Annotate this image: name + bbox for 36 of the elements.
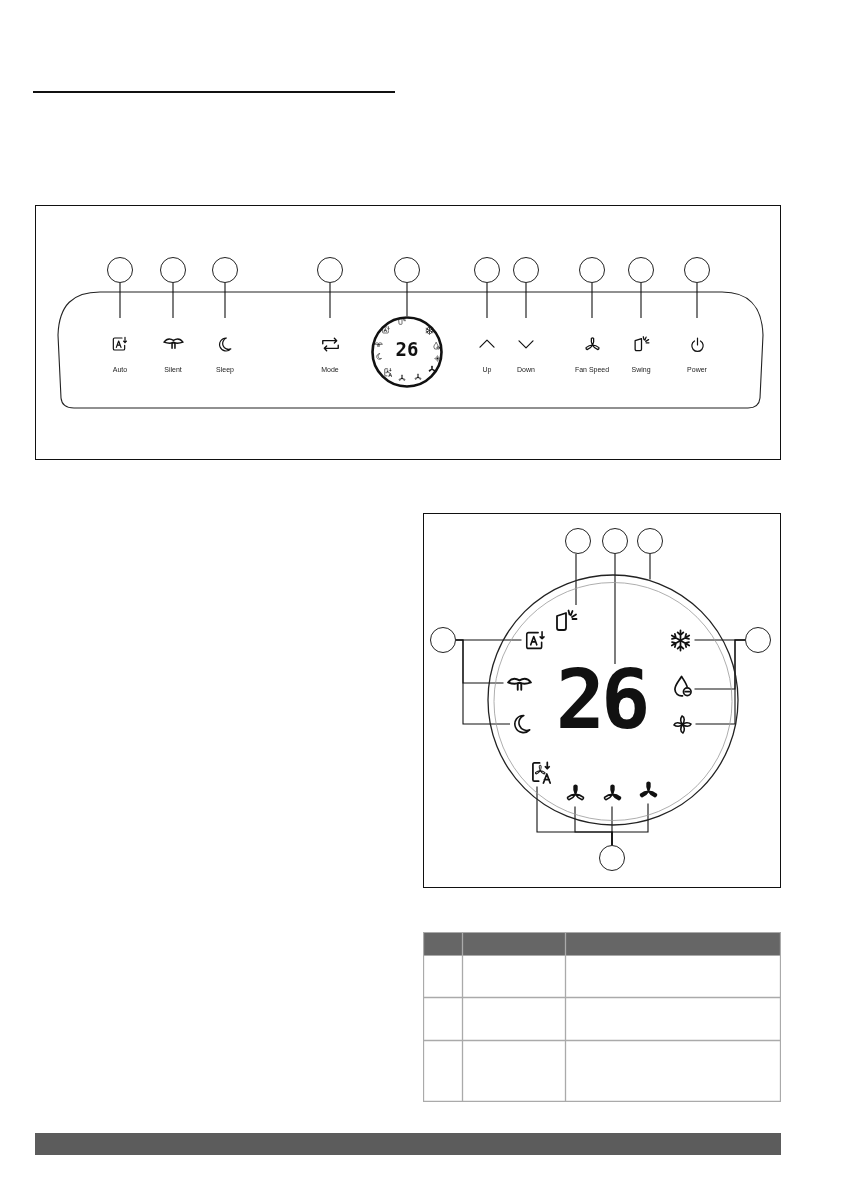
leader-line: [591, 282, 593, 319]
leader-line: [694, 639, 746, 725]
leader-line: [455, 639, 511, 725]
callout-circle: [599, 845, 625, 871]
leader-line: [406, 282, 408, 317]
leader-line: [614, 553, 616, 665]
callout-circle: [317, 257, 343, 283]
leader-line: [329, 282, 331, 319]
leader-line: [640, 282, 642, 319]
leader-line: [119, 282, 121, 319]
callout-circle: [565, 528, 591, 554]
display-digits: 26: [553, 664, 649, 736]
callout-circle: [684, 257, 710, 283]
leader-line: [224, 282, 226, 319]
callout-circle: [579, 257, 605, 283]
callout-circle: [474, 257, 500, 283]
leader-line: [525, 282, 527, 319]
callout-circle: [628, 257, 654, 283]
leader-line: [172, 282, 174, 319]
callout-circle: [430, 627, 456, 653]
leader-line: [696, 282, 698, 319]
leader-line: [611, 802, 649, 846]
callout-circle: [212, 257, 238, 283]
callout-circle: [637, 528, 663, 554]
leader-line: [486, 282, 488, 319]
leader-line: [649, 553, 651, 581]
display-dial: [371, 316, 443, 388]
display-digits: 26: [394, 339, 420, 359]
callout-circle: [602, 528, 628, 554]
display-ring: [487, 574, 739, 826]
callout-circle: [107, 257, 133, 283]
callout-circle: [513, 257, 539, 283]
callout-circle: [394, 257, 420, 283]
callout-circle: [745, 627, 771, 653]
leader-line: [575, 553, 577, 606]
callout-circle: [160, 257, 186, 283]
